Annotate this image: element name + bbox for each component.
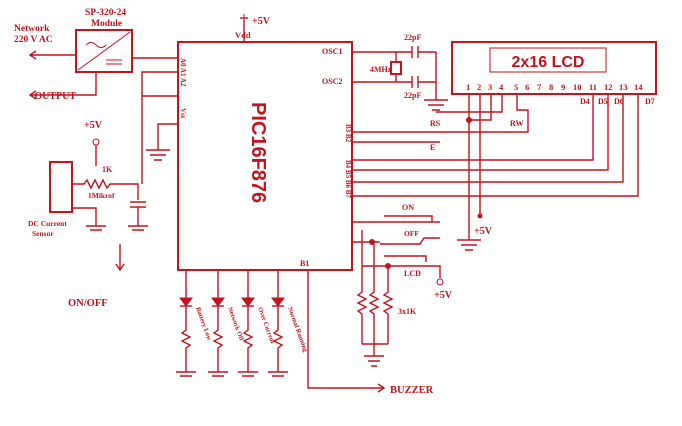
power-section: Network 220 V AC SP-320-24 Module OUTPUT <box>14 8 178 102</box>
buzzer-label: BUZZER <box>390 385 434 396</box>
sensor-label-line1: DC Current <box>28 219 67 228</box>
mcu-name: PIC16F876 <box>247 102 269 203</box>
crystal-label: 4MHz <box>370 65 392 74</box>
lcd-supply-label: +5V <box>474 226 493 237</box>
oscillator-section: 4MHz 22pF 22pF <box>352 33 448 111</box>
led-normal-running: Normal Running <box>268 270 309 377</box>
lcd-pin-5: 5 <box>514 82 518 92</box>
vdd-supply-label: +5V <box>252 16 271 27</box>
sensor-label-line2: Sensor <box>32 229 54 238</box>
pin-b1: B1 <box>300 259 309 268</box>
led-label-network-off: Network Off <box>226 306 245 342</box>
lcd-pin-13: 13 <box>619 82 628 92</box>
lcd-pin-11: 11 <box>589 82 597 92</box>
led-battery-low: Battery Low <box>176 270 213 377</box>
lcd-d4-label: D4 <box>580 97 590 106</box>
lcd-box <box>451 41 657 95</box>
switch-section: ON OFF LCD +5V 3x1K <box>352 203 453 367</box>
lcd-pin-2: 2 <box>477 82 481 92</box>
pin-a0a1a2: A0 A1 A2 <box>179 58 187 87</box>
mcu-chip-box <box>177 41 353 271</box>
switch-lcd-label: LCD <box>404 269 421 278</box>
lcd-pin-6: 6 <box>525 82 529 92</box>
cap-top-label: 22pF <box>404 33 421 42</box>
lcd-pin-4: 4 <box>499 82 504 92</box>
switch-off-label: OFF <box>404 229 419 238</box>
led-network-off: Network Off <box>208 270 245 377</box>
lcd-rs-label: RS <box>430 119 441 128</box>
lcd-pin-1: 1 <box>466 82 470 92</box>
led-label-over-current: Over Current <box>256 306 276 345</box>
sensor-capacitor-label: 1Mikrof <box>88 191 115 200</box>
network-label-line1: Network <box>14 24 50 34</box>
lcd-pin-14: 14 <box>634 82 643 92</box>
lcd-pin-12: 12 <box>604 82 613 92</box>
lcd-d7-label: D7 <box>645 97 655 106</box>
lcd-title-frame <box>489 47 607 73</box>
pin-b4-b7: B4 B5 B6 B7 <box>344 160 352 198</box>
lcd-title: 2x16 LCD <box>512 54 585 71</box>
led-label-battery-low: Battery Low <box>194 306 213 341</box>
switch-supply-label: +5V <box>434 290 453 301</box>
sensor-resistor-label: 1K <box>102 165 113 174</box>
switch-on-label: ON <box>402 203 414 212</box>
onoff-section: ON/OFF <box>68 244 125 309</box>
led-section: Battery Low Network Off Over Current Nor… <box>176 270 309 377</box>
led-label-normal-running: Normal Running <box>286 306 309 353</box>
sensor-section: +5V 1K 1Mikrof DC Current Sensor <box>28 95 178 238</box>
cap-bottom-label: 22pF <box>404 91 421 100</box>
lcd-d6-label: D6 <box>614 97 624 106</box>
lcd-d5-label: D5 <box>598 97 608 106</box>
sensor-box <box>49 161 73 213</box>
onoff-label: ON/OFF <box>68 298 108 309</box>
pin-vss: Vss <box>179 108 187 119</box>
buzzer-section: BUZZER <box>307 270 434 396</box>
module-label-line2: Module <box>91 19 122 29</box>
lcd-rw-label: RW <box>510 119 524 128</box>
lcd-pin-8: 8 <box>549 82 553 92</box>
lcd-pin-9: 9 <box>561 82 565 92</box>
pin-osc1: OSC1 <box>322 47 342 56</box>
sensor-supply-label: +5V <box>84 120 103 131</box>
output-label: OUTPUT <box>34 91 76 102</box>
pin-b3b2: B3 B2 <box>344 124 352 143</box>
network-label-line2: 220 V AC <box>14 35 53 45</box>
lcd-pin-3: 3 <box>488 82 492 92</box>
lcd-pin-7: 7 <box>537 82 542 92</box>
lcd-e-label: E <box>430 143 435 152</box>
pin-osc2: OSC2 <box>322 77 342 86</box>
lcd-pin-numbers: 1 2 3 4 5 6 7 8 9 10 11 12 13 14 <box>466 82 643 92</box>
module-label-line1: SP-320-24 <box>85 8 126 18</box>
led-over-current: Over Current <box>238 270 276 377</box>
resistors-label: 3x1K <box>398 307 417 316</box>
lcd-pin-10: 10 <box>573 82 582 92</box>
mcu-section: PIC16F876 +5V Vdd A0 A1 A2 Vss OSC1 OSC2… <box>141 14 353 271</box>
vdd-pin-label: Vdd <box>235 30 251 40</box>
lcd-section: 2x16 LCD 1 2 3 4 5 6 7 8 9 10 11 12 13 1… <box>352 41 657 251</box>
